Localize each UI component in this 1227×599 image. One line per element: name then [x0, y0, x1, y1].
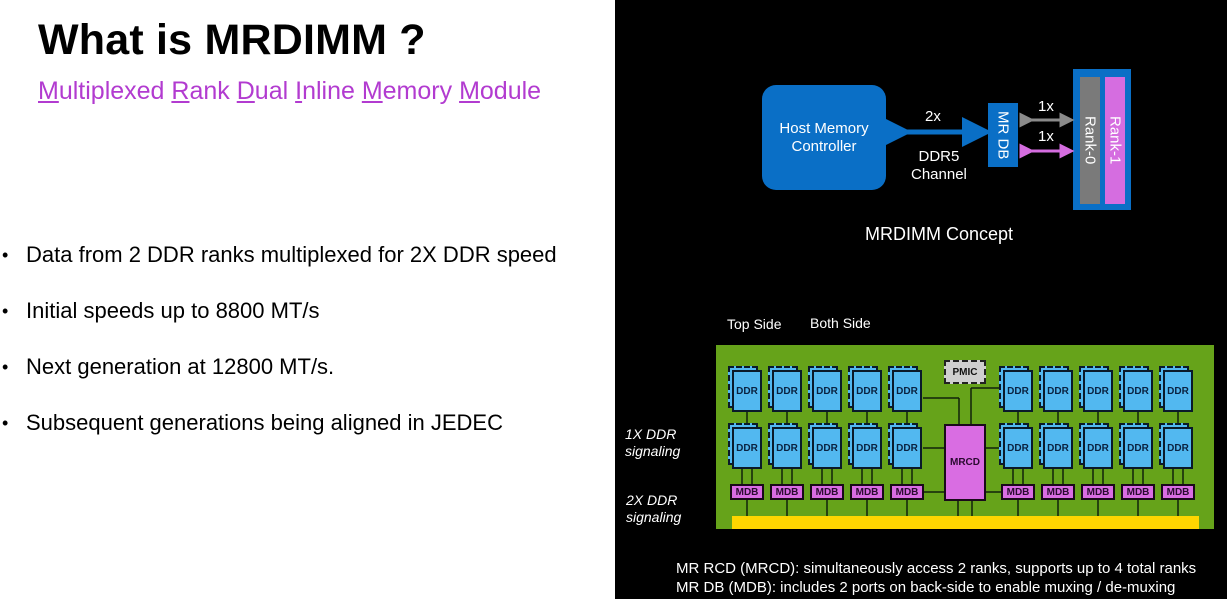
- bullet-text: Subsequent generations being aligned in …: [26, 410, 503, 435]
- bullet-icon: •: [2, 301, 9, 321]
- signaling-2x-line1: 2X DDR: [626, 492, 678, 508]
- subtitle-initial: I: [295, 77, 303, 105]
- mdb-chip: MDB: [1121, 484, 1155, 500]
- ddr-chip: DDR: [772, 370, 802, 412]
- ddr-chip: DDR: [1043, 370, 1073, 412]
- signaling-1x-line1: 1X DDR: [625, 426, 677, 442]
- bullet-icon: •: [2, 357, 9, 377]
- rank-0-block: Rank-0: [1080, 77, 1100, 204]
- mdb-chip: MDB: [1161, 484, 1195, 500]
- ddr-chip: DDR: [1123, 370, 1153, 412]
- mdb-chip: MDB: [1041, 484, 1075, 500]
- mr-db-label: MR DB: [994, 110, 1012, 160]
- slide-title: What is MRDIMM ?: [38, 16, 426, 64]
- mdb-chip: MDB: [850, 484, 884, 500]
- concept-arrows: [882, 112, 1075, 159]
- mdb-chip: MDB: [730, 484, 764, 500]
- ddr-chip: DDR: [852, 370, 882, 412]
- slide-subtitle: Multiplexed Rank Dual Inline Memory Modu…: [38, 77, 541, 106]
- rank-rate-bottom-label: 1x: [1038, 128, 1054, 145]
- channel-label-line2: Channel: [911, 166, 967, 183]
- ddr-chip: DDR: [1003, 370, 1033, 412]
- mdb-chip: MDB: [810, 484, 844, 500]
- bullet-icon: •: [2, 413, 9, 433]
- bullet-list: • Data from 2 DDR ranks multiplexed for 2…: [0, 238, 557, 462]
- ddr-chip: DDR: [892, 427, 922, 469]
- bullet-item: • Data from 2 DDR ranks multiplexed for 2…: [0, 238, 557, 294]
- bullet-icon: •: [2, 245, 9, 265]
- mdb-chip: MDB: [770, 484, 804, 500]
- mr-db-block: MR DB: [988, 103, 1018, 167]
- bullet-item: • Initial speeds up to 8800 MT/s: [0, 294, 557, 350]
- host-label-line2: Controller: [791, 137, 857, 155]
- bullet-item: • Subsequent generations being aligned in…: [0, 406, 557, 462]
- signaling-1x-line2: signaling: [625, 443, 681, 459]
- both-side-label: Both Side: [810, 315, 871, 331]
- text-panel: What is MRDIMM ? Multiplexed Rank Dual I…: [0, 16, 557, 462]
- bullet-item: • Next generation at 12800 MT/s.: [0, 350, 557, 406]
- subtitle-word-rest: ank: [189, 77, 237, 105]
- subtitle-word-rest: emory: [382, 77, 460, 105]
- rank-1-label: Rank-1: [1106, 116, 1124, 165]
- module-wires: [741, 387, 1184, 516]
- edge-connector-bus: [732, 516, 1199, 529]
- ddr-chip: DDR: [812, 427, 842, 469]
- pmic-label: PMIC: [952, 366, 978, 378]
- subtitle-word-rest: ultiplexed: [58, 77, 172, 105]
- subtitle-initial: M: [38, 77, 59, 105]
- subtitle-word-rest: odule: [479, 77, 542, 105]
- ddr-chip: DDR: [732, 427, 762, 469]
- ddr-chip: DDR: [1163, 370, 1193, 412]
- mrcd-label: MRCD: [950, 457, 980, 468]
- channel-label-line1: DDR5: [918, 148, 960, 165]
- ddr-chip: DDR: [1163, 427, 1193, 469]
- mdb-chip: MDB: [1081, 484, 1115, 500]
- ddr-chip: DDR: [732, 370, 762, 412]
- rank-1-block: Rank-1: [1105, 77, 1125, 204]
- signaling-2x-line2: signaling: [626, 509, 682, 525]
- ddr-chip: DDR: [1003, 427, 1033, 469]
- mdb-chip: MDB: [1001, 484, 1035, 500]
- rank-0-label: Rank-0: [1081, 116, 1099, 165]
- subtitle-initial: R: [171, 77, 190, 105]
- ddr-chip: DDR: [892, 370, 922, 412]
- pmic-chip: PMIC: [944, 360, 986, 384]
- ddr-chip: DDR: [1083, 370, 1113, 412]
- subtitle-initial: M: [361, 77, 383, 105]
- rank-rate-top-label: 1x: [1038, 98, 1054, 115]
- subtitle-word-rest: nline: [302, 77, 362, 105]
- subtitle-word-rest: ual: [254, 77, 296, 105]
- mrcd-chip: MRCD: [944, 424, 986, 501]
- ddr-chip: DDR: [772, 427, 802, 469]
- ddr-chip: DDR: [1083, 427, 1113, 469]
- bullet-text: Initial speeds up to 8800 MT/s: [26, 298, 320, 323]
- subtitle-initial: D: [236, 77, 255, 105]
- note-mrcd: MR RCD (MRCD): simultaneously access 2 r…: [676, 560, 1197, 577]
- host-label-line1: Host Memory: [779, 119, 869, 137]
- bullet-text: Data from 2 DDR ranks multiplexed for 2X…: [26, 242, 557, 267]
- ddr-chip: DDR: [1043, 427, 1073, 469]
- ddr-chip: DDR: [812, 370, 842, 412]
- bullet-text: Next generation at 12800 MT/s.: [26, 354, 335, 379]
- note-mdb: MR DB (MDB): includes 2 ports on back-si…: [676, 579, 1176, 596]
- ddr-chip: DDR: [1123, 427, 1153, 469]
- top-side-label: Top Side: [727, 316, 782, 332]
- mdb-chip: MDB: [890, 484, 924, 500]
- ddr-chip: DDR: [852, 427, 882, 469]
- subtitle-initial: M: [459, 77, 480, 105]
- concept-caption: MRDIMM Concept: [865, 224, 1014, 244]
